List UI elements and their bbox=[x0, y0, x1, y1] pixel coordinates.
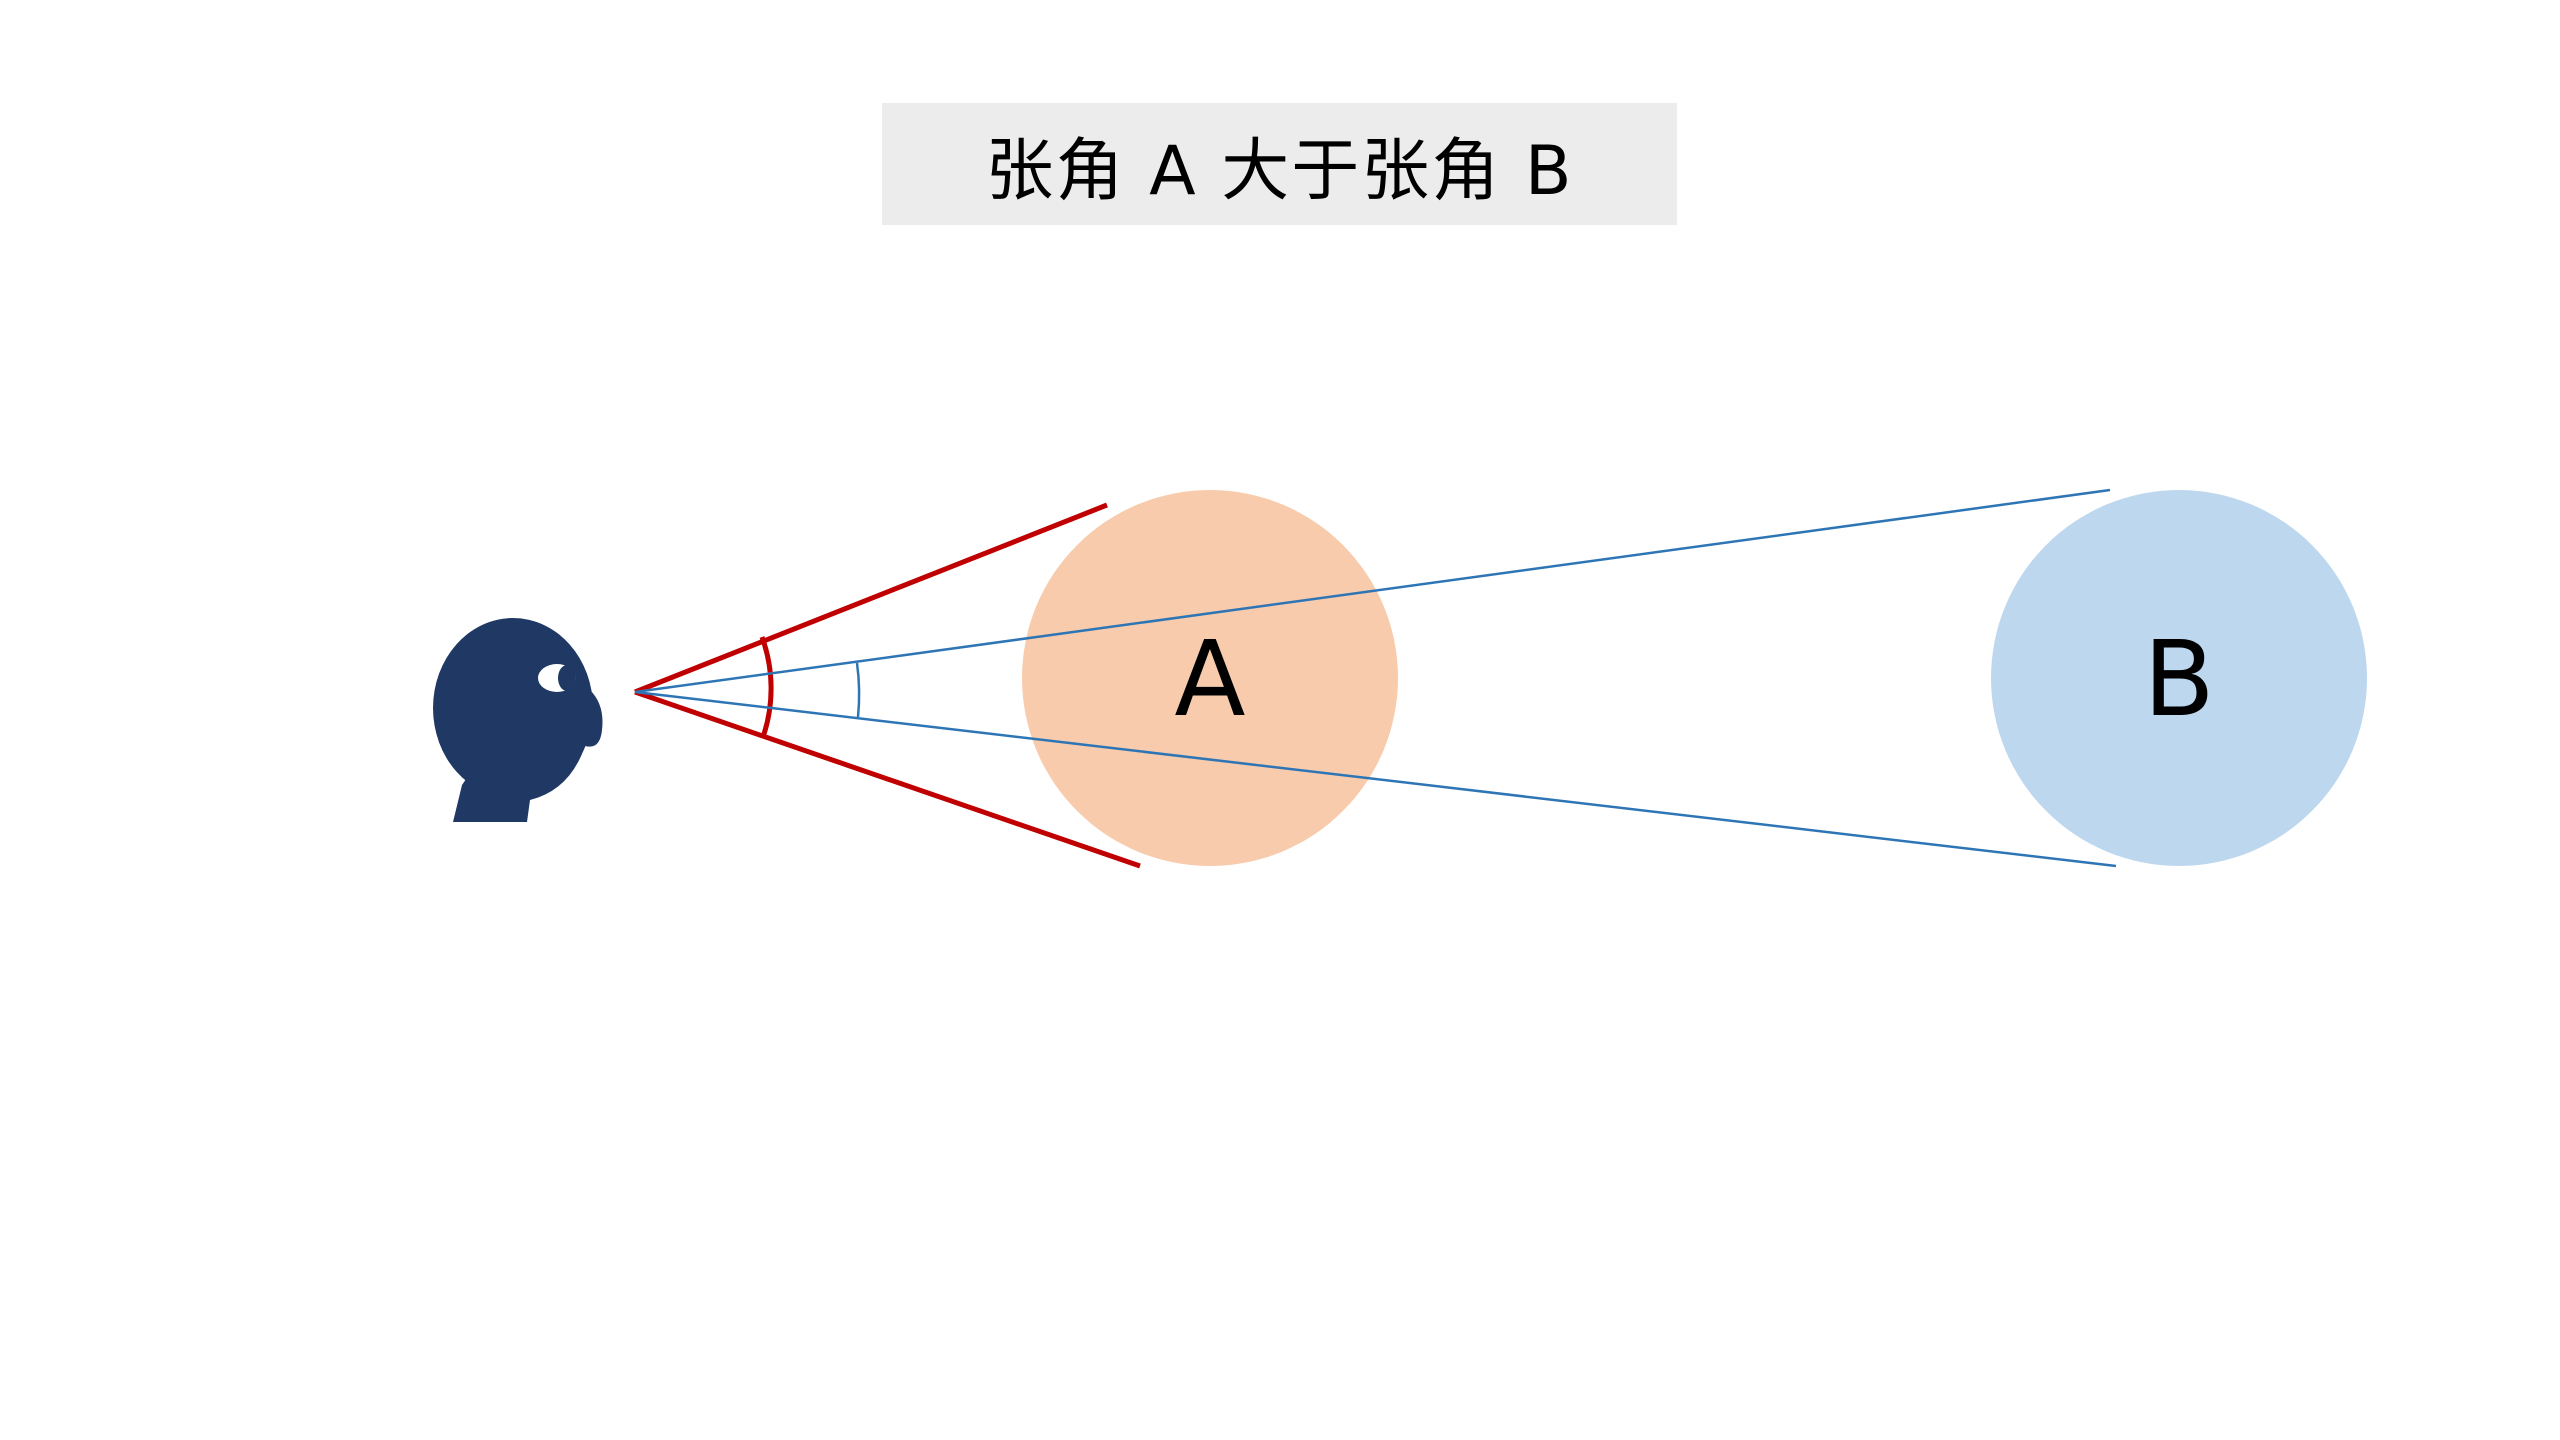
title-box: 张角 A 大于张角 B bbox=[882, 103, 1677, 225]
angle-b-lines bbox=[634, 488, 2117, 868]
angle-a-lines bbox=[634, 502, 1141, 869]
circle-a-label: A bbox=[1174, 618, 1245, 740]
circle-b-label: B bbox=[2143, 618, 2214, 740]
angle-b-arc bbox=[855, 662, 861, 718]
viewer-head-icon bbox=[433, 618, 603, 822]
title: 张角 A 大于张角 B bbox=[985, 131, 1574, 211]
angle-a-arc bbox=[759, 636, 774, 738]
circle-a bbox=[1022, 490, 1398, 866]
circle-b bbox=[1991, 490, 2367, 866]
